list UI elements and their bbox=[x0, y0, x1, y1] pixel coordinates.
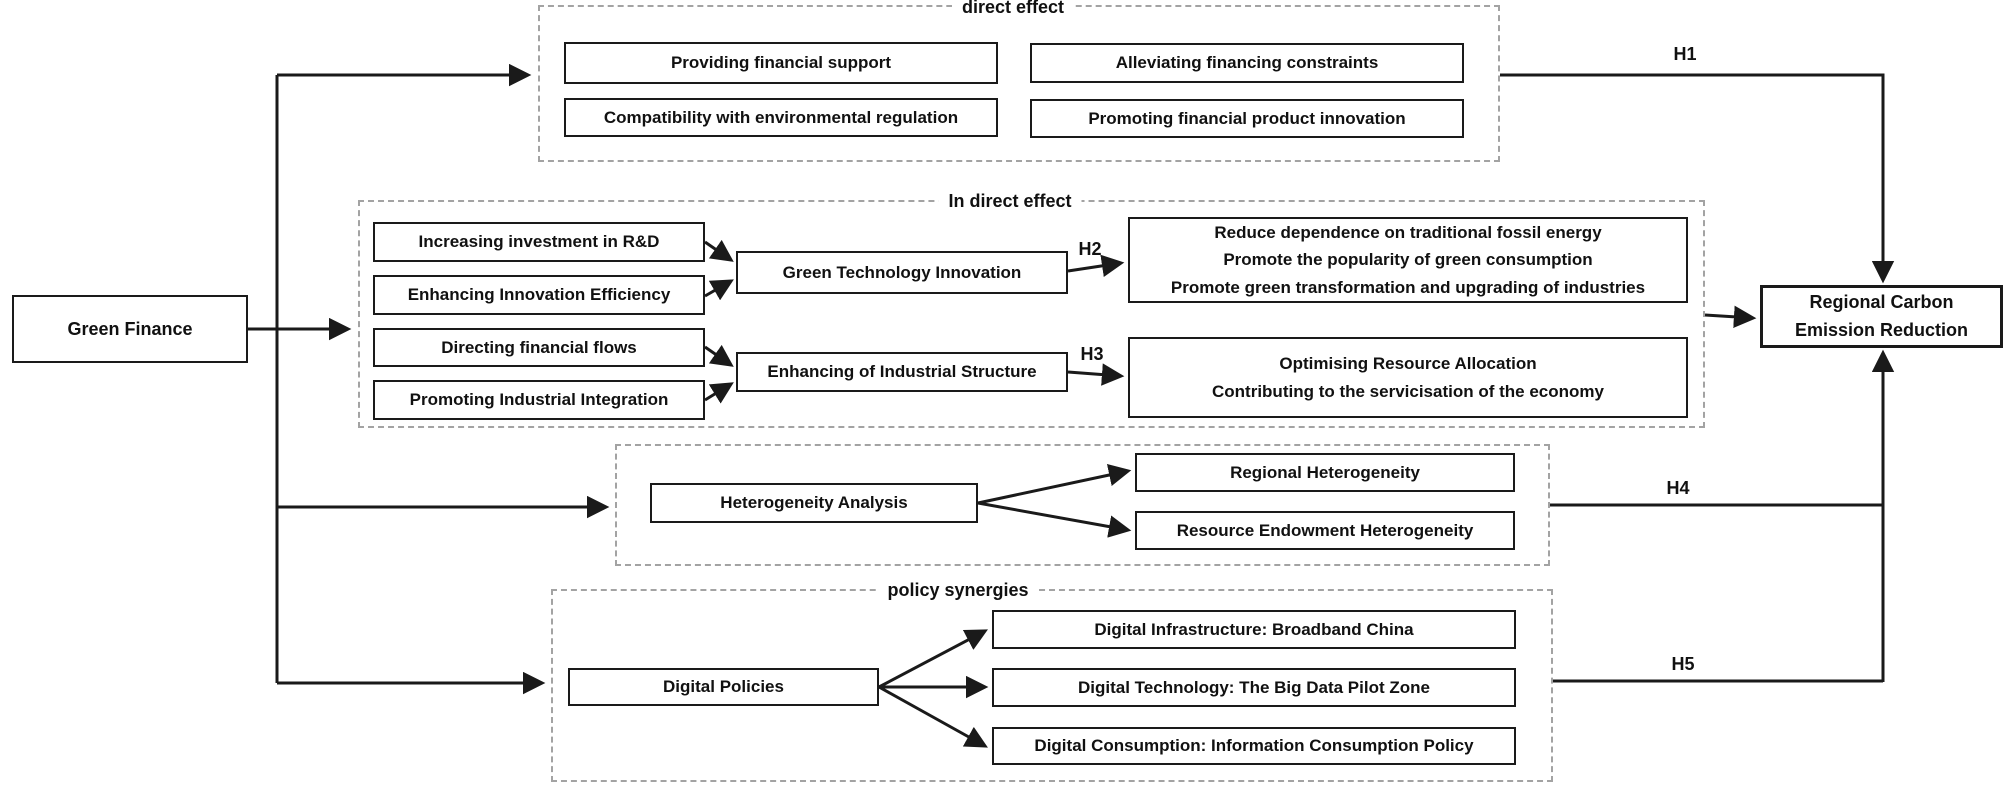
green-technology-innovation-node: Green Technology Innovation bbox=[736, 251, 1068, 294]
outcome-line2: Emission Reduction bbox=[1794, 319, 1969, 340]
efficiency-to-gti-arrow bbox=[704, 279, 734, 301]
h3-label: H3 bbox=[1080, 344, 1104, 364]
compatibility-environmental-regulation-node: Compatibility with environmental regulat… bbox=[564, 98, 998, 137]
regional-heterogeneity-node: Regional Heterogeneity bbox=[1135, 453, 1515, 492]
structure-outcome-line1: Optimising Resource Allocation bbox=[1279, 353, 1537, 373]
outcome-line1: Regional Carbon bbox=[1809, 291, 1954, 312]
indirect-to-outcome-arrow bbox=[1704, 305, 1757, 329]
direct-effect-title: direct effect bbox=[951, 0, 1075, 18]
rd-to-gti-arrow bbox=[704, 239, 734, 262]
structure-h3-arrow bbox=[1067, 363, 1125, 386]
structure-outcomes-node: Optimising Resource Allocation Contribut… bbox=[1128, 337, 1688, 418]
gti-outcomes-node: Reduce dependence on traditional fossil … bbox=[1128, 217, 1688, 303]
increasing-investment-rd-node: Increasing investment in R&D bbox=[373, 222, 705, 262]
het-to-resource-arrow bbox=[977, 501, 1132, 538]
h2-label: H2 bbox=[1078, 239, 1102, 259]
indirect-effect-title: In direct effect bbox=[938, 191, 1082, 212]
h5-label: H5 bbox=[1671, 654, 1695, 674]
policy-synergies-title: policy synergies bbox=[877, 580, 1039, 601]
integration-to-structure-arrow bbox=[704, 382, 734, 404]
regional-carbon-emission-reduction-node: Regional Carbon Emission Reduction bbox=[1760, 285, 2003, 348]
h4-label: H4 bbox=[1666, 478, 1690, 498]
policy-to-consumption-arrow bbox=[878, 685, 988, 748]
het-to-regional-arrow bbox=[977, 463, 1132, 505]
enhancing-innovation-efficiency-node: Enhancing Innovation Efficiency bbox=[373, 275, 705, 315]
providing-financial-support-node: Providing financial support bbox=[564, 42, 998, 84]
directing-financial-flows-node: Directing financial flows bbox=[373, 328, 705, 367]
h1-arrow bbox=[1500, 73, 1895, 284]
digital-infrastructure-node: Digital Infrastructure: Broadband China bbox=[992, 610, 1516, 649]
flows-to-structure-arrow bbox=[704, 344, 734, 367]
green-finance-node: Green Finance bbox=[12, 295, 248, 363]
gti-h2-arrow bbox=[1067, 254, 1125, 277]
promoting-industrial-integration-node: Promoting Industrial Integration bbox=[373, 380, 705, 420]
digital-technology-node: Digital Technology: The Big Data Pilot Z… bbox=[992, 668, 1516, 707]
digital-consumption-node: Digital Consumption: Information Consump… bbox=[992, 727, 1516, 765]
policy-to-infrastructure-arrow bbox=[878, 629, 988, 689]
heterogeneity-group bbox=[615, 444, 1550, 566]
promoting-financial-product-innovation-node: Promoting financial product innovation bbox=[1030, 99, 1464, 138]
alleviating-financing-constraints-node: Alleviating financing constraints bbox=[1030, 43, 1464, 83]
h1-label: H1 bbox=[1673, 44, 1697, 64]
gti-outcome-line2: Promote the popularity of green consumpt… bbox=[1223, 250, 1593, 270]
heterogeneity-analysis-node: Heterogeneity Analysis bbox=[650, 483, 978, 523]
digital-policies-node: Digital Policies bbox=[568, 668, 879, 706]
resource-endowment-heterogeneity-node: Resource Endowment Heterogeneity bbox=[1135, 511, 1515, 550]
structure-outcome-line2: Contributing to the servicisation of the… bbox=[1212, 381, 1604, 401]
gti-outcome-line3: Promote green transformation and upgradi… bbox=[1170, 277, 1646, 297]
gti-outcome-line1: Reduce dependence on traditional fossil … bbox=[1214, 222, 1602, 242]
enhancing-industrial-structure-node: Enhancing of Industrial Structure bbox=[736, 352, 1068, 392]
policy-synergies-group bbox=[551, 589, 1553, 782]
